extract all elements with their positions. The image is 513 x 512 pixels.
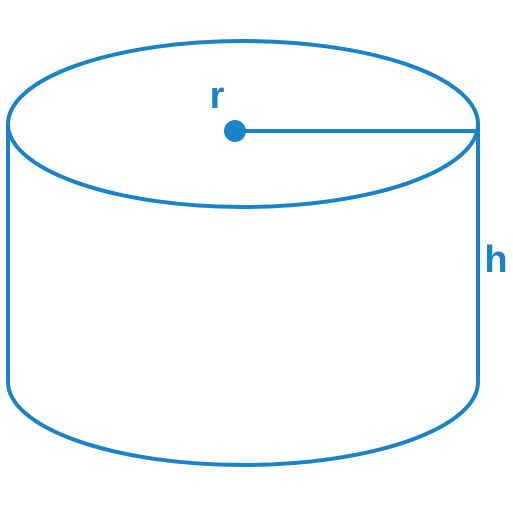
center-point — [224, 120, 246, 142]
cylinder-top-ellipse — [6, 39, 480, 209]
height-label: h — [484, 239, 507, 281]
cylinder-bottom-arc — [6, 381, 480, 467]
radius-label: r — [210, 75, 225, 117]
